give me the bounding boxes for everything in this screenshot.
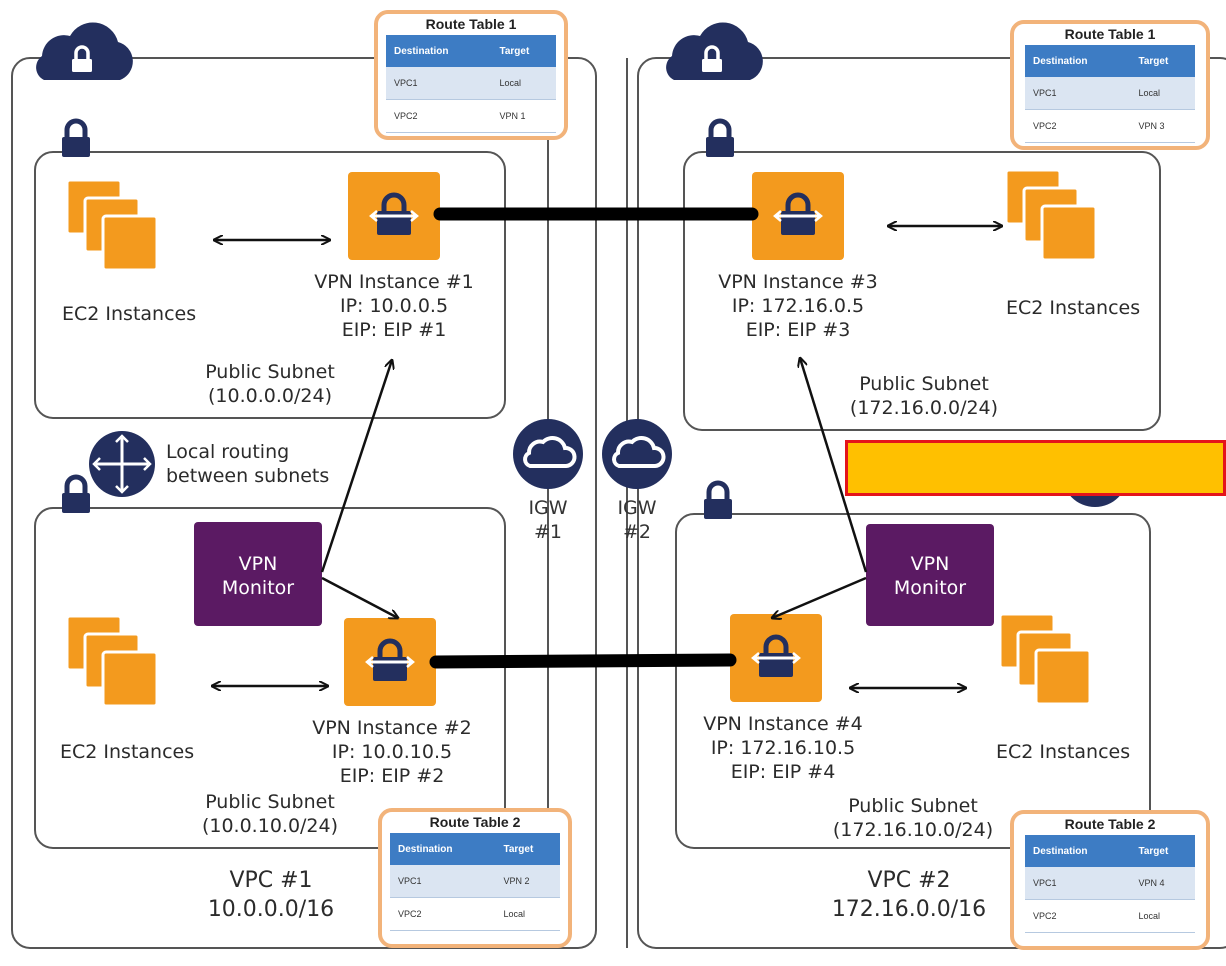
- vpc2-subnet2-box: [675, 513, 1151, 849]
- igw1-label: IGW#1: [528, 497, 568, 543]
- table-header: Destination: [1025, 45, 1131, 77]
- table-header: Target: [1130, 835, 1195, 867]
- vpc1-subnet2-box: [34, 507, 506, 849]
- ec2-label: EC2 Instances: [62, 303, 197, 325]
- table-header: Target: [1130, 45, 1195, 77]
- subnet-lock-icon: [62, 121, 90, 157]
- subnet-label: Public Subnet(10.0.10.0/24): [201, 791, 339, 837]
- ec2-label: EC2 Instances: [1006, 297, 1141, 319]
- vpn-instance-1-icon: [348, 172, 440, 260]
- table-header: Target: [495, 833, 560, 865]
- subnet-lock-icon: [706, 121, 734, 157]
- igw2-icon: [600, 417, 674, 491]
- route-table-title: Route Table 1: [425, 16, 517, 32]
- subnet-label: Public Subnet(10.0.0.0/24): [205, 361, 335, 407]
- vpn-instance-4-icon: [730, 614, 822, 702]
- igw2-label: IGW#2: [617, 497, 657, 543]
- route-table-title: Route Table 1: [1064, 26, 1156, 42]
- local-routing-icon: [89, 431, 155, 497]
- table-header: Destination: [1025, 835, 1131, 867]
- igw1-icon: [511, 417, 585, 491]
- vpc1-cloud-lock-icon: [34, 20, 135, 82]
- ec2-label: EC2 Instances: [60, 741, 195, 763]
- vpn-monitor-1-box: [194, 522, 322, 626]
- highlight-callout-box: [845, 440, 1226, 496]
- vpn-monitor-2-box: [866, 524, 994, 626]
- subnet-label: Public Subnet(172.16.10.0/24): [832, 795, 994, 841]
- subnet-lock-icon: [704, 483, 732, 519]
- route-table-title: Route Table 2: [1064, 816, 1156, 832]
- subnet-lock-icon: [62, 477, 90, 513]
- table-header: Destination: [386, 35, 492, 67]
- vpc2-cloud-lock-icon: [664, 20, 765, 82]
- vpn-instance-3-icon: [752, 172, 844, 260]
- vpc2-boundary: [637, 57, 1226, 949]
- vpc1-boundary: [11, 57, 597, 949]
- ec2-label: EC2 Instances: [996, 741, 1131, 763]
- table-header: Destination: [390, 833, 496, 865]
- vpn-instance-2-icon: [344, 618, 436, 706]
- table-header: Target: [491, 35, 556, 67]
- subnet-label: Public Subnet(172.16.0.0/24): [849, 373, 999, 419]
- route-table-title: Route Table 2: [429, 814, 521, 830]
- vpn-tunnel-bottom: [429, 653, 737, 669]
